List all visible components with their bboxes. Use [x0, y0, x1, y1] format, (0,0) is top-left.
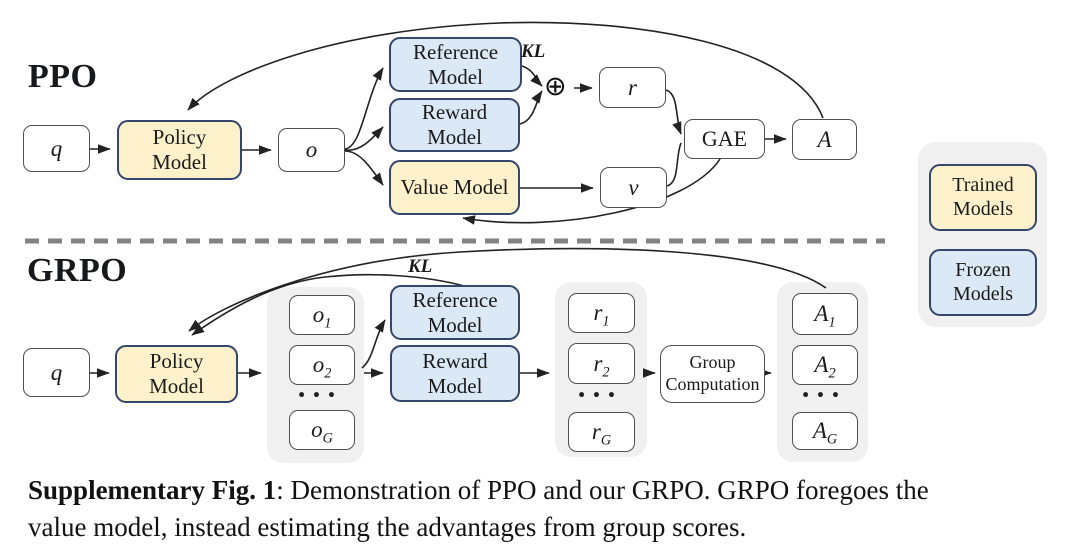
ppo-section-title: PPO: [28, 58, 98, 95]
grpo-advantage-ellipsis: •••: [801, 388, 846, 404]
ppo-value-model-box: Value Model: [389, 160, 520, 215]
ppo-reference-model-box: Reference Model: [389, 37, 522, 92]
arrow-o-to-reference: [344, 67, 384, 150]
arrow-outputs-to-reference: [361, 319, 386, 369]
ppo-advantage-box: A: [792, 119, 857, 160]
grpo-query-box: q: [23, 348, 90, 397]
grpo-output-box-2: o2: [289, 345, 355, 385]
legend-frozen-label: Frozen Models: [953, 258, 1013, 305]
legend-frozen-models: Frozen Models: [929, 249, 1037, 316]
grpo-output-label-2: o2: [312, 352, 332, 382]
grpo-reward-ellipsis: •••: [577, 388, 622, 404]
caption-line-1: Supplementary Fig. 1: Demonstration of P…: [28, 475, 929, 505]
arrow-r-to-gae: [665, 89, 682, 135]
arrow-o-to-reward: [344, 126, 384, 151]
grpo-reward-box-1: r1: [568, 293, 635, 333]
ppo-gae-box: GAE: [684, 119, 765, 159]
ppo-kl-label: KL: [521, 41, 546, 62]
grpo-output-box-1: o1: [289, 295, 355, 335]
ppo-advantage-label: A: [817, 126, 832, 152]
grpo-reference-model-label: Reference Model: [412, 287, 498, 337]
caption-line-2: value model, instead estimating the adva…: [28, 512, 747, 542]
grpo-reward-label-g: rG: [591, 419, 612, 449]
grpo-group-computation-box: Group Computation: [660, 345, 765, 403]
legend-trained-label: Trained Models: [952, 173, 1014, 220]
grpo-policy-model-label: Policy Model: [149, 349, 204, 398]
arrow-reward-to-oplus: [519, 90, 543, 125]
circled-plus-icon: ⊕: [544, 71, 567, 102]
grpo-advantage-box-1: A1: [792, 293, 858, 335]
ppo-policy-model-box: Policy Model: [117, 120, 242, 180]
grpo-query-label: q: [50, 359, 63, 385]
ppo-v-label: v: [628, 174, 639, 200]
grpo-output-label-1: o1: [312, 302, 332, 332]
grpo-advantage-box-g: AG: [792, 412, 858, 450]
ppo-policy-model-label: Policy Model: [152, 125, 207, 174]
grpo-group-computation-label: Group Computation: [665, 352, 760, 394]
arrow-reference-to-oplus: [521, 65, 543, 87]
ppo-reference-model-label: Reference Model: [412, 39, 499, 89]
figure-caption: Supplementary Fig. 1: Demonstration of P…: [28, 472, 1068, 546]
grpo-reference-model-box: Reference Model: [390, 285, 520, 340]
grpo-kl-label: KL: [408, 256, 433, 277]
ppo-reward-model-box: Reward Model: [389, 98, 520, 152]
grpo-section-title: GRPO: [27, 252, 128, 289]
grpo-reward-label-1: r1: [593, 300, 610, 330]
ppo-v-box: v: [600, 167, 667, 208]
ppo-reward-model-label: Reward Model: [421, 100, 488, 149]
ppo-value-model-label: Value Model: [400, 175, 509, 200]
arrow-o-to-value: [344, 150, 384, 186]
ppo-query-box: q: [23, 125, 90, 172]
caption-figure-number: Supplementary Fig. 1: [28, 475, 277, 505]
grpo-policy-model-box: Policy Model: [115, 345, 238, 403]
grpo-output-box-g: oG: [289, 410, 355, 450]
grpo-reward-box-g: rG: [568, 412, 635, 452]
grpo-output-label-g: oG: [311, 417, 333, 447]
grpo-reward-model-label: Reward Model: [422, 348, 488, 398]
ppo-r-label: r: [628, 74, 637, 100]
grpo-advantage-label-1: A1: [814, 301, 836, 331]
ppo-output-box: o: [278, 128, 345, 172]
ppo-gae-label: GAE: [701, 126, 748, 151]
grpo-advantage-label-2: A2: [814, 352, 836, 382]
legend-trained-models: Trained Models: [929, 164, 1037, 231]
grpo-reward-box-2: r2: [568, 343, 635, 384]
grpo-advantage-box-2: A2: [792, 345, 858, 385]
grpo-reward-label-2: r2: [593, 350, 610, 381]
grpo-reward-model-box: Reward Model: [390, 345, 520, 402]
ppo-output-label: o: [305, 137, 318, 162]
ppo-reward-value-box: r: [599, 67, 666, 108]
arrow-v-to-gae: [666, 142, 682, 187]
grpo-output-ellipsis: •••: [297, 388, 342, 404]
ppo-query-label: q: [50, 135, 63, 161]
grpo-advantage-label-g: AG: [812, 418, 838, 448]
